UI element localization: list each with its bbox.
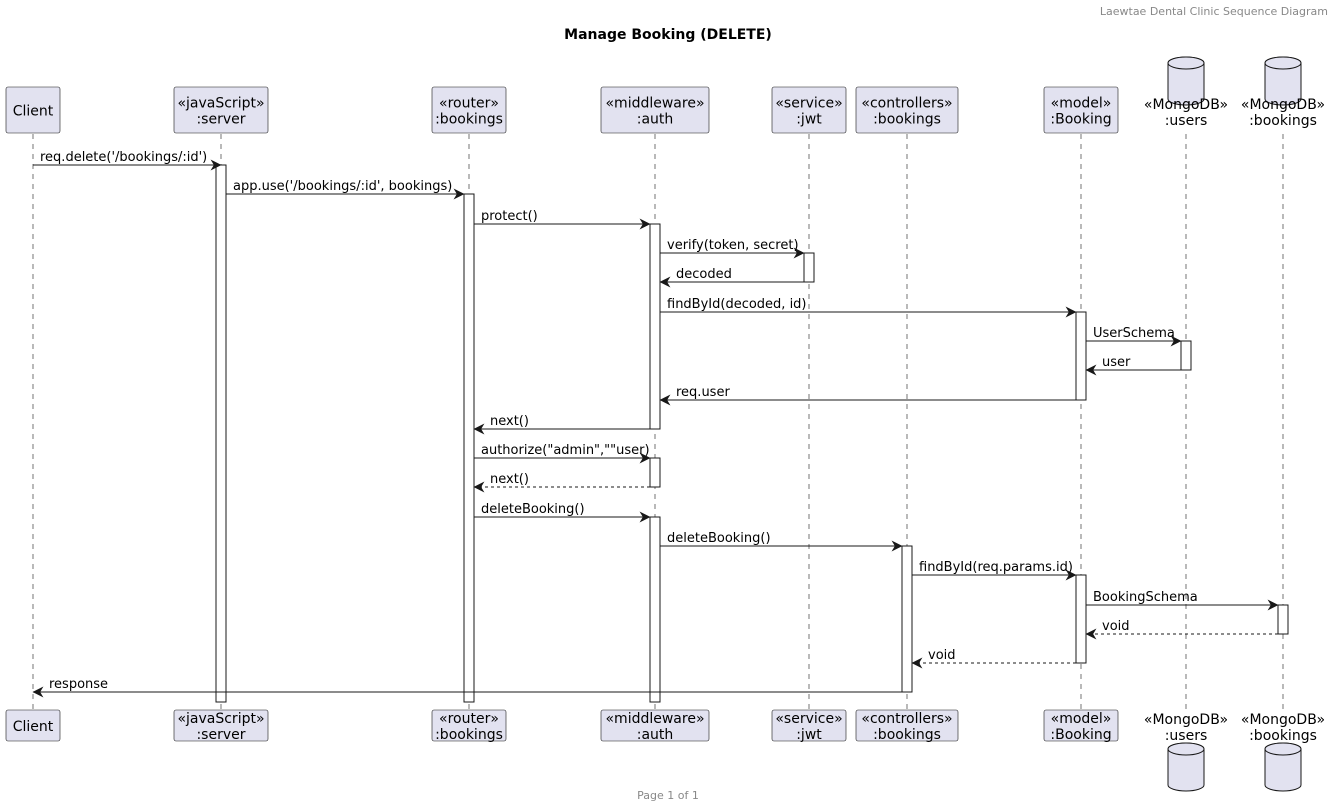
participant-label-bookingsdb-bottom: :bookings xyxy=(1249,728,1317,744)
participant-label-users-bottom: «MongoDB» xyxy=(1144,712,1228,728)
message-label: next() xyxy=(490,414,529,429)
activation-bar-bookingsdb xyxy=(1277,604,1289,635)
participant-label-router-top: «router» xyxy=(439,96,499,112)
participant-box-server-top xyxy=(173,86,269,134)
participant-label-ctrl-bottom: :bookings xyxy=(873,727,941,743)
participant-label-router-bottom: :bookings xyxy=(435,727,503,743)
activation-bar-router xyxy=(463,193,475,703)
participant-box-model-top xyxy=(1043,86,1119,134)
message-label: decoded xyxy=(676,267,732,282)
participant-label-users-top: :users xyxy=(1165,113,1208,129)
participant-box-auth-top xyxy=(600,86,710,134)
participant-label-model-bottom: :Booking xyxy=(1050,727,1111,743)
message-label: user xyxy=(1102,355,1131,370)
activation-bar-jwt xyxy=(803,252,815,283)
message-label: authorize("admin",""user) xyxy=(481,443,650,458)
participant-label-model-top: :Booking xyxy=(1050,112,1111,128)
message-label: UserSchema xyxy=(1093,326,1175,341)
participant-label-client-top: Client xyxy=(13,104,54,120)
database-icon-top xyxy=(1264,56,1302,70)
participant-label-router-bottom: «router» xyxy=(439,711,499,727)
message-label: protect() xyxy=(481,209,538,224)
message-label: findById(req.params.id) xyxy=(919,560,1073,575)
activation-bar-model xyxy=(1075,574,1087,664)
message-label: deleteBooking() xyxy=(667,531,771,546)
database-icon-top xyxy=(1264,742,1302,756)
message-label: req.delete('/bookings/:id') xyxy=(40,150,207,165)
activation-bar-server xyxy=(215,164,227,703)
message-label: app.use('/bookings/:id', bookings) xyxy=(233,179,452,194)
activation-bar-model xyxy=(1075,311,1087,401)
message-label: void xyxy=(928,648,956,663)
diagram-title: Manage Booking (DELETE) xyxy=(564,27,772,43)
participant-label-bookingsdb-top: :bookings xyxy=(1249,113,1317,129)
participant-label-auth-top: :auth xyxy=(637,112,674,128)
participant-label-jwt-bottom: :jwt xyxy=(796,727,822,743)
participant-box-ctrl-bottom xyxy=(855,709,959,742)
participant-label-ctrl-top: :bookings xyxy=(873,112,941,128)
message-label: findById(decoded, id) xyxy=(667,297,807,312)
page-footer: Page 1 of 1 xyxy=(637,789,699,802)
participant-label-bookingsdb-top: «MongoDB» xyxy=(1241,97,1325,113)
participant-label-server-bottom: :server xyxy=(196,727,245,743)
participant-box-router-top xyxy=(431,86,507,134)
activation-bar-ctrl xyxy=(901,545,913,693)
message-label: BookingSchema xyxy=(1093,590,1198,605)
activation-bar-auth xyxy=(649,457,661,488)
participant-box-auth-bottom xyxy=(600,709,710,742)
message-label: req.user xyxy=(676,385,730,400)
participant-label-bookingsdb-bottom: «MongoDB» xyxy=(1241,712,1325,728)
activation-bar-auth xyxy=(649,223,661,430)
participant-label-client-bottom: Client xyxy=(13,719,54,735)
header-note: Laewtae Dental Clinic Sequence Diagram xyxy=(1099,5,1328,18)
participant-label-router-top: :bookings xyxy=(435,112,503,128)
participant-label-users-top: «MongoDB» xyxy=(1144,97,1228,113)
activation-bar-auth xyxy=(649,516,661,703)
message-label: response xyxy=(49,677,108,692)
participant-box-jwt-bottom xyxy=(771,709,847,742)
participant-box-model-bottom xyxy=(1043,709,1119,742)
participant-box-client-bottom xyxy=(5,709,61,742)
participant-label-jwt-top: «service» xyxy=(775,96,842,112)
participant-box-ctrl-top xyxy=(855,86,959,134)
message-label: deleteBooking() xyxy=(481,502,585,517)
activation-bar-users xyxy=(1180,340,1192,371)
participant-label-server-bottom: «javaScript» xyxy=(177,711,264,727)
participant-label-users-bottom: :users xyxy=(1165,728,1208,744)
database-icon-top xyxy=(1167,742,1205,756)
message-label: verify(token, secret) xyxy=(667,238,799,253)
participant-box-server-bottom xyxy=(173,709,269,742)
participant-label-server-top: :server xyxy=(196,112,245,128)
database-icon-top xyxy=(1167,56,1205,70)
participant-label-model-top: «model» xyxy=(1051,96,1112,112)
participant-label-server-top: «javaScript» xyxy=(177,96,264,112)
message-label: void xyxy=(1102,619,1130,634)
participant-box-jwt-top xyxy=(771,86,847,134)
participant-label-ctrl-top: «controllers» xyxy=(861,96,952,112)
participant-label-jwt-bottom: «service» xyxy=(775,711,842,727)
participant-label-auth-bottom: «middleware» xyxy=(605,711,704,727)
participant-label-model-bottom: «model» xyxy=(1051,711,1112,727)
message-label: next() xyxy=(490,472,529,487)
participant-label-ctrl-bottom: «controllers» xyxy=(861,711,952,727)
participant-box-router-bottom xyxy=(431,709,507,742)
participant-box-client-top xyxy=(5,86,61,134)
participant-label-auth-top: «middleware» xyxy=(605,96,704,112)
participant-label-jwt-top: :jwt xyxy=(796,112,822,128)
participant-label-auth-bottom: :auth xyxy=(637,727,674,743)
